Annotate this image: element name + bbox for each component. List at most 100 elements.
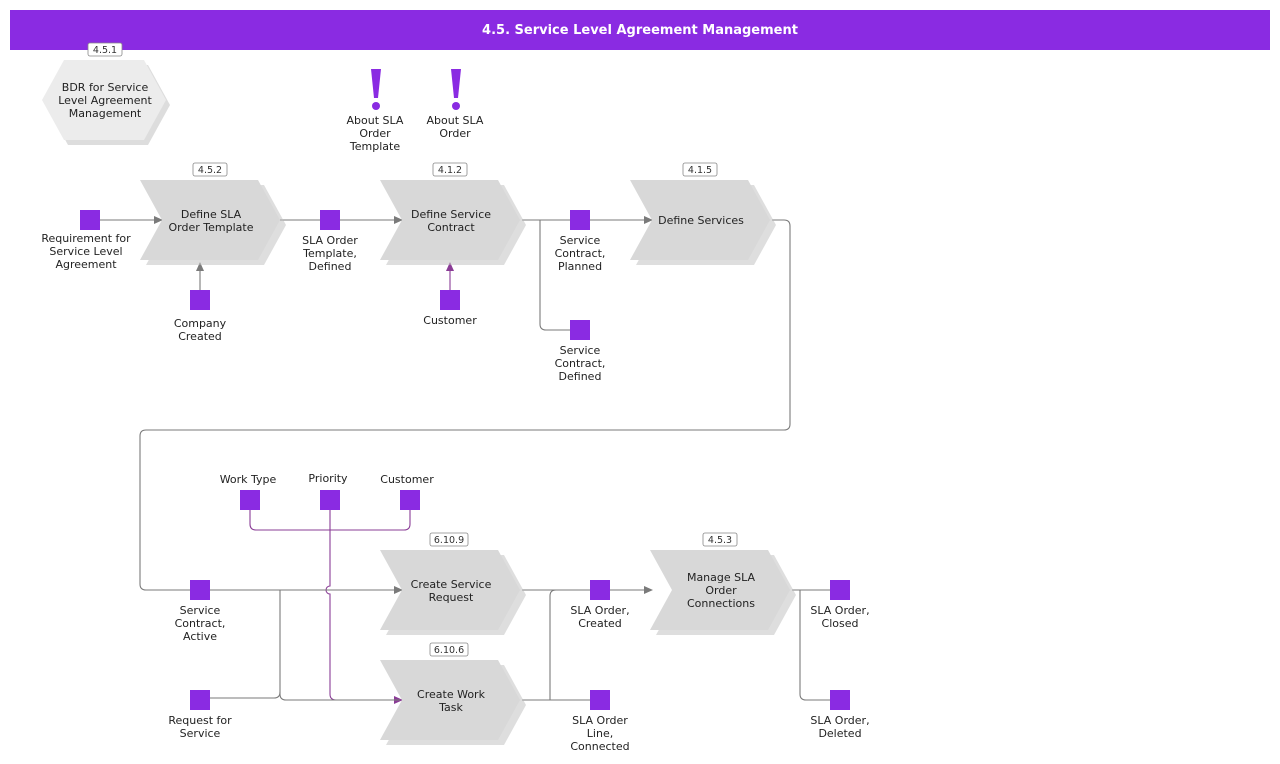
process-ref: 4.5.3: [708, 535, 732, 546]
event-square: [590, 580, 610, 600]
process-label: Define SLA: [181, 208, 242, 221]
bdr-hexagon[interactable]: 4.5.1 BDR for Service Level Agreement Ma…: [42, 42, 170, 145]
process-ref: 4.1.5: [688, 165, 712, 176]
process-label: Order: [705, 584, 737, 597]
event-service-contract-planned[interactable]: Service Contract, Planned: [555, 210, 606, 273]
process-define-services[interactable]: 4.1.5 Define Services: [630, 162, 776, 265]
process-label: Define Service: [411, 208, 491, 221]
event-square: [80, 210, 100, 230]
connector-work-task-join: [549, 589, 557, 700]
event-label: Request for: [168, 714, 232, 727]
event-label: Created: [178, 330, 222, 343]
bdr-label-2: Level Agreement: [58, 94, 152, 107]
event-label: Template,: [302, 247, 357, 260]
event-service-contract-active[interactable]: Service Contract, Active: [175, 580, 226, 643]
event-square: [440, 290, 460, 310]
event-label: Customer: [423, 314, 477, 327]
process-create-work-task[interactable]: 6.10.6 Create Work Task: [380, 642, 526, 745]
event-square: [190, 690, 210, 710]
event-label: Work Type: [220, 473, 277, 486]
process-ref: 6.10.9: [434, 535, 464, 546]
event-label: Requirement for: [41, 232, 131, 245]
process-label: Create Work: [417, 688, 486, 701]
process-label: Define Services: [658, 214, 744, 227]
event-label: Connected: [570, 740, 629, 753]
note-about-sla-order[interactable]: About SLA Order: [427, 69, 484, 140]
event-label: Active: [183, 630, 217, 643]
process-ref: 6.10.6: [434, 645, 464, 656]
event-sla-order-deleted[interactable]: SLA Order, Deleted: [810, 690, 870, 740]
event-square: [830, 690, 850, 710]
event-label: Company: [174, 317, 227, 330]
event-sla-order-closed[interactable]: SLA Order, Closed: [810, 580, 870, 630]
process-label: Connections: [687, 597, 755, 610]
event-label: Contract,: [175, 617, 226, 630]
process-label: Order Template: [169, 221, 254, 234]
connector-request-to-join: [210, 691, 281, 699]
note-label: Template: [349, 140, 400, 153]
header-bar: 4.5. Service Level Agreement Management: [10, 10, 1270, 50]
bdr-ref: 4.5.1: [93, 45, 117, 56]
process-ref: 4.5.2: [198, 165, 222, 176]
note-about-sla-order-template[interactable]: About SLA Order Template: [347, 69, 404, 153]
event-square: [190, 290, 210, 310]
connector-active-to-work-task: [279, 590, 400, 701]
page-title: 4.5. Service Level Agreement Management: [482, 23, 798, 38]
event-label: Service Level: [49, 245, 122, 258]
process-label: Task: [438, 701, 463, 714]
event-sla-order-line-connected[interactable]: SLA Order Line, Connected: [570, 690, 630, 753]
event-label: Closed: [822, 617, 859, 630]
event-label: SLA Order,: [570, 604, 629, 617]
event-label: Priority: [308, 472, 348, 485]
event-square: [320, 210, 340, 230]
process-define-sla-order-template[interactable]: 4.5.2 Define SLA Order Template: [140, 162, 286, 265]
note-label: About SLA: [347, 114, 404, 127]
event-label: Contract,: [555, 247, 606, 260]
event-label: Contract,: [555, 357, 606, 370]
bdr-label-3: Management: [69, 107, 142, 120]
event-request-for-service[interactable]: Request for Service: [168, 690, 232, 740]
event-company-created[interactable]: Company Created: [174, 290, 227, 343]
process-define-service-contract[interactable]: 4.1.2 Define Service Contract: [380, 162, 526, 265]
event-label: SLA Order,: [810, 604, 869, 617]
event-square: [570, 210, 590, 230]
connector-services-to-contract-active: [139, 219, 791, 591]
bdr-label-1: BDR for Service: [62, 81, 149, 94]
process-label: Create Service: [411, 578, 492, 591]
process-label: Contract: [427, 221, 475, 234]
process-label: Manage SLA: [687, 571, 756, 584]
event-priority[interactable]: Priority: [308, 472, 348, 510]
event-square: [320, 490, 340, 510]
event-label: Planned: [558, 260, 602, 273]
event-label: Defined: [559, 370, 602, 383]
event-label: SLA Order: [302, 234, 358, 247]
event-square: [240, 490, 260, 510]
event-label: Defined: [309, 260, 352, 273]
event-sla-order-template-defined[interactable]: SLA Order Template, Defined: [302, 210, 358, 273]
event-service-contract-defined[interactable]: Service Contract, Defined: [555, 320, 606, 383]
event-square: [190, 580, 210, 600]
event-customer-1[interactable]: Customer: [423, 290, 477, 327]
note-label: Order: [439, 127, 471, 140]
connector-manage-to-deleted: [799, 590, 830, 701]
exclamation-icon: [371, 69, 381, 110]
event-label: Deleted: [818, 727, 861, 740]
event-square: [590, 690, 610, 710]
event-work-type[interactable]: Work Type: [220, 473, 277, 510]
event-requirement-for-sla[interactable]: Requirement for Service Level Agreement: [41, 210, 131, 271]
event-square: [830, 580, 850, 600]
event-square: [400, 490, 420, 510]
connectors: [100, 216, 830, 704]
event-label: Service: [560, 344, 601, 357]
event-square: [570, 320, 590, 340]
note-label: About SLA: [427, 114, 484, 127]
event-sla-order-created[interactable]: SLA Order, Created: [570, 580, 630, 630]
process-manage-sla-order-connections[interactable]: 4.5.3 Manage SLA Order Connections: [650, 532, 796, 635]
event-label: Service: [180, 727, 221, 740]
event-label: Service: [560, 234, 601, 247]
process-create-service-request[interactable]: 6.10.9 Create Service Request: [380, 532, 526, 635]
event-customer-2[interactable]: Customer: [380, 473, 434, 510]
exclamation-icon: [451, 69, 461, 110]
event-label: Line,: [587, 727, 613, 740]
